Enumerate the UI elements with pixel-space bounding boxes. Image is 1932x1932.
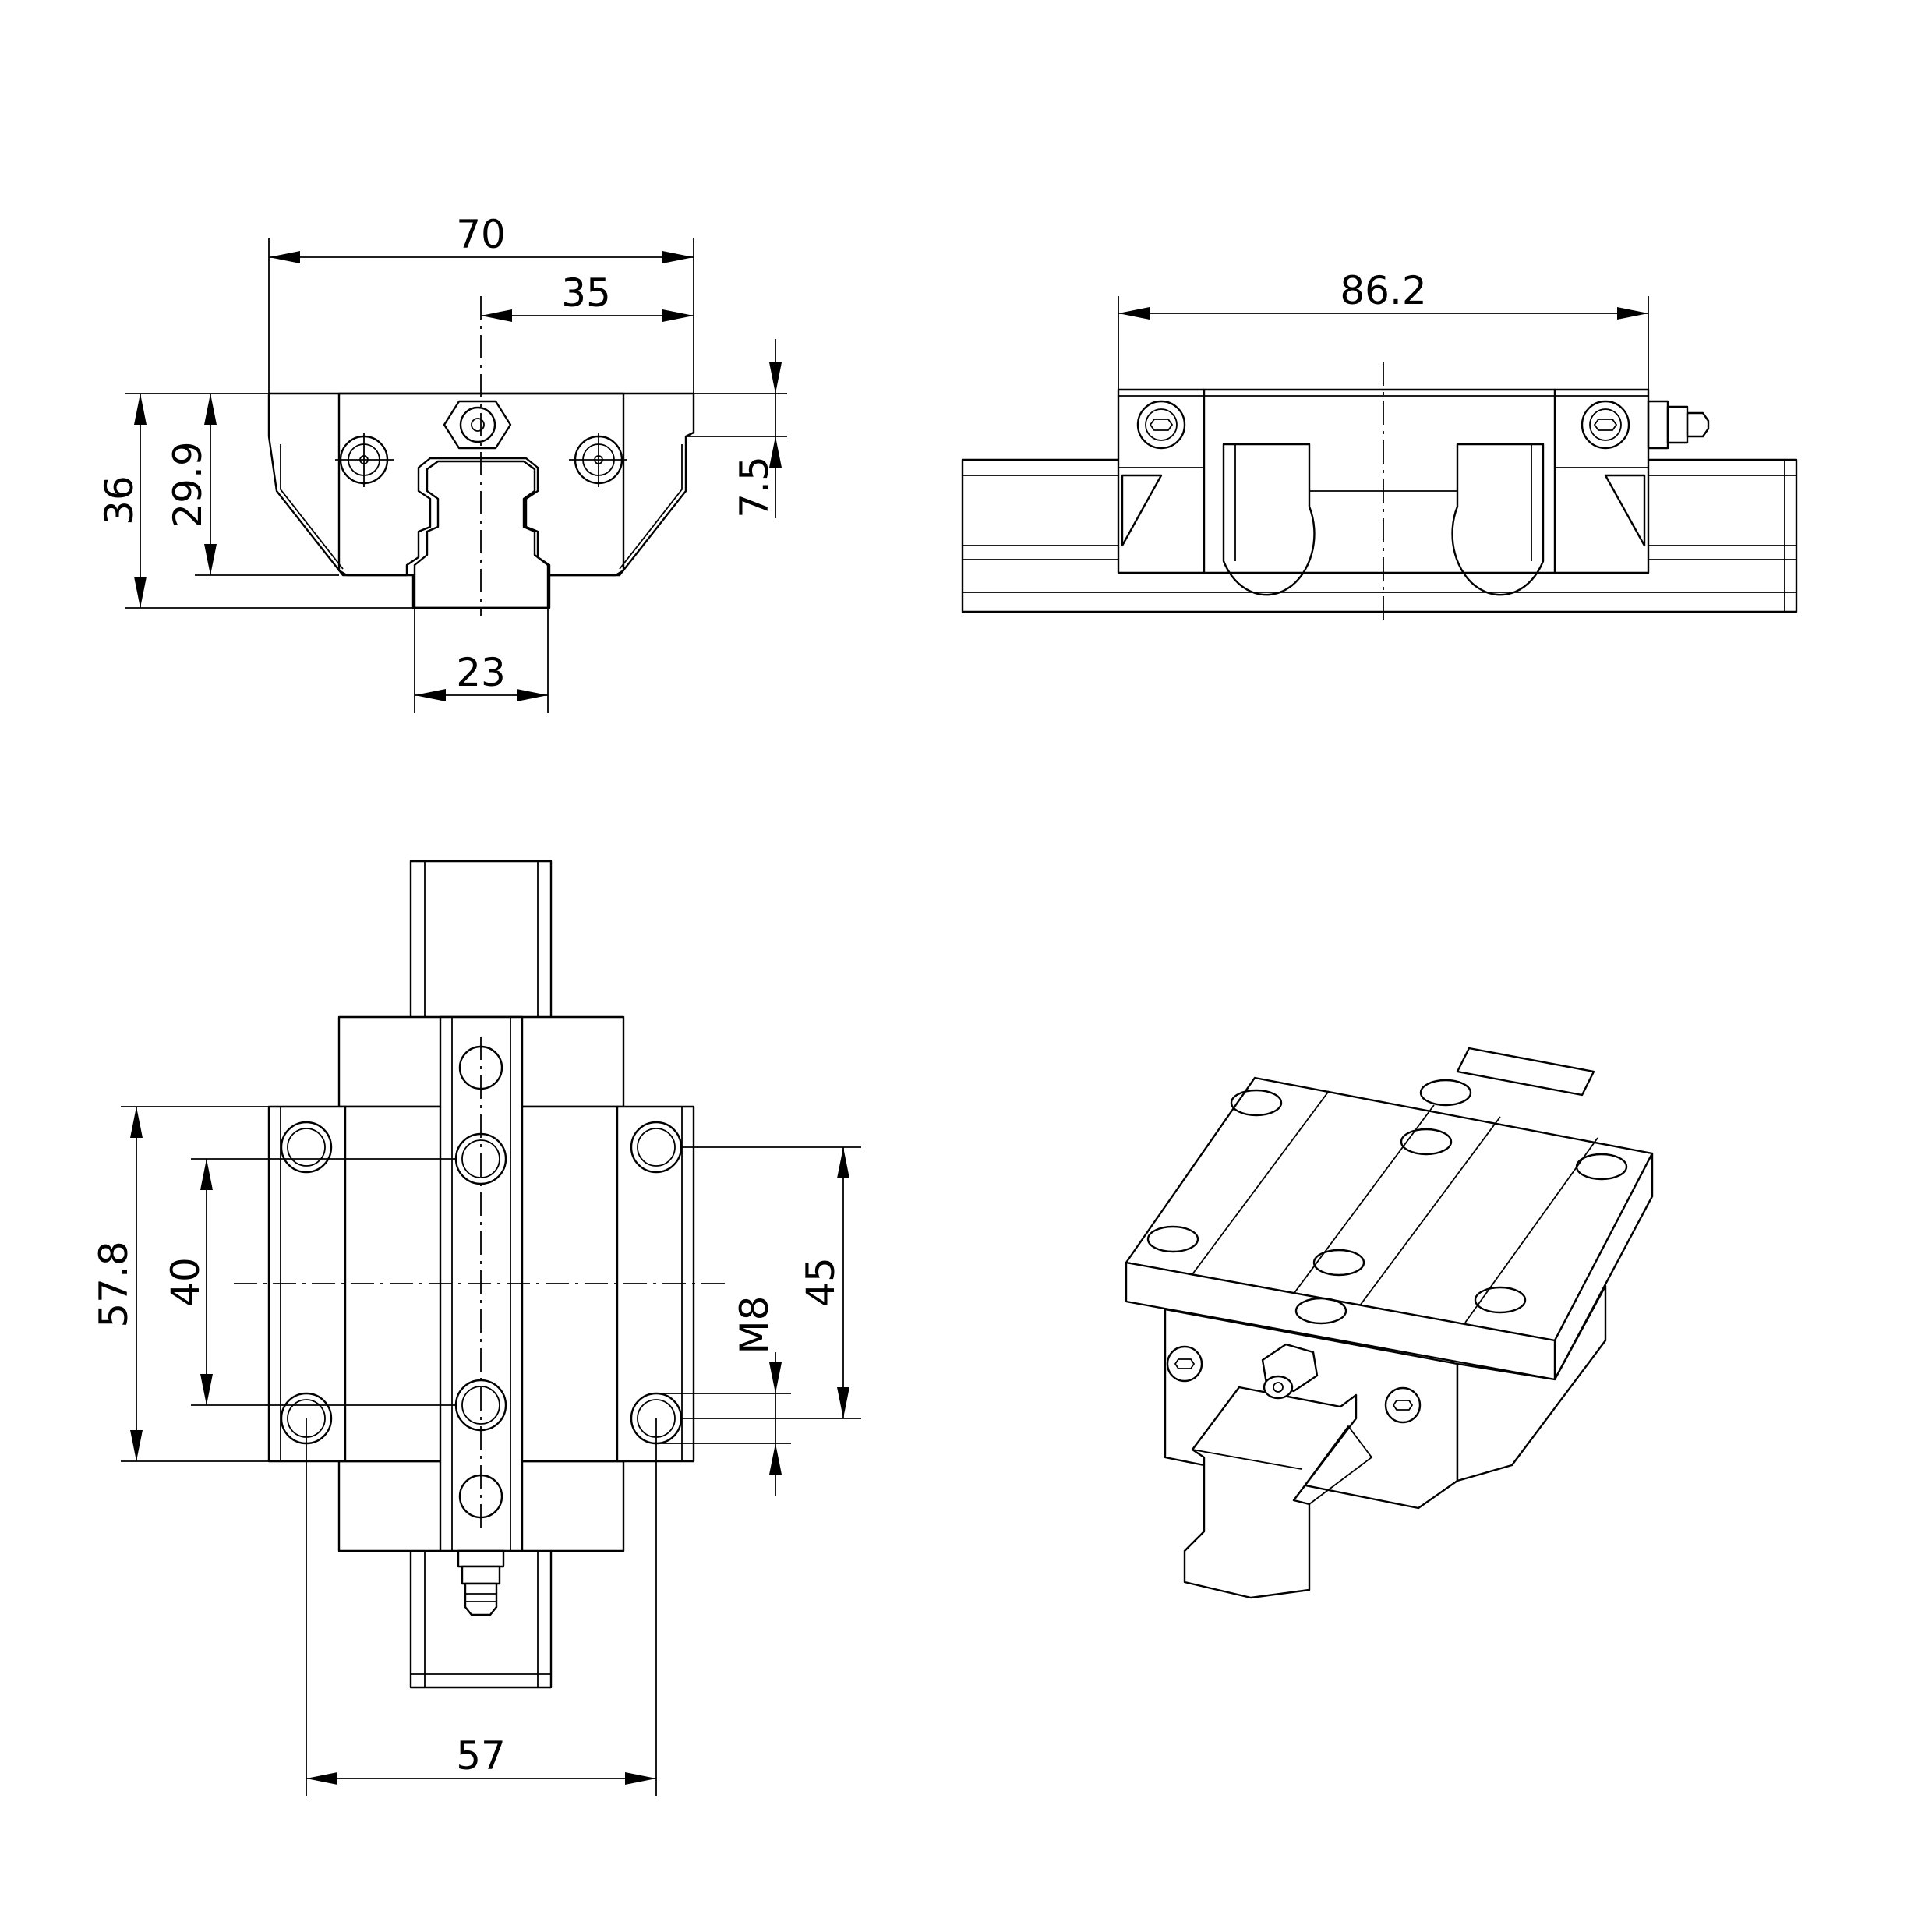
iso-hole-2: [1419, 1079, 1472, 1107]
dim-front-height-label: 36: [97, 475, 142, 525]
iso-rail-far: [1456, 1047, 1595, 1097]
top-grease-nipple: [457, 1549, 505, 1616]
dim-top-overall-length-label: 57.8: [91, 1241, 136, 1327]
front-view: 70 35 36 29.9 7.5: [97, 212, 787, 713]
iso-hole-5: [1400, 1128, 1453, 1156]
side-left-recess: [1222, 443, 1316, 596]
side-left-seal: [1121, 474, 1163, 547]
dim-front-clearance: 7.5: [686, 339, 787, 518]
front-rail-profile: [413, 460, 549, 609]
dim-front-width-label: 70: [456, 212, 506, 257]
iso-bolt-right: [1384, 1386, 1422, 1424]
dim-top-thread-label: M8: [732, 1296, 777, 1355]
dim-front-half-width: 35: [481, 270, 694, 322]
dim-top-hole-spacing-width-label: 57: [456, 1733, 506, 1778]
top-view: 57.8 40 45 M8: [91, 860, 861, 1796]
dim-top-hole-spacing-width: 57: [306, 1418, 657, 1796]
iso-hole-4: [1146, 1225, 1199, 1253]
iso-hole-6: [1312, 1249, 1365, 1277]
iso-block-side-lower: [1456, 1284, 1607, 1482]
front-left-bolt: [335, 433, 394, 487]
front-grease-nipple: [443, 400, 512, 450]
iso-hole-7: [1294, 1297, 1347, 1325]
iso-bolt-left: [1166, 1345, 1203, 1383]
dim-front-rail-width-label: 23: [456, 650, 506, 695]
dim-front-height: 36: [97, 393, 415, 609]
side-view: 86.2: [961, 268, 1798, 620]
side-right-bolt: [1581, 400, 1630, 450]
front-block-outline: [267, 392, 695, 609]
iso-hole-1: [1230, 1089, 1283, 1117]
iso-grease-nipple: [1261, 1343, 1319, 1400]
dim-top-thread: M8: [656, 1296, 791, 1496]
dim-top-hole-spacing-long-label: 40: [163, 1257, 208, 1307]
dim-top-hole-spacing-cross: 45: [682, 1146, 861, 1419]
dim-side-length-label: 86.2: [1340, 268, 1426, 313]
side-right-recess: [1451, 443, 1545, 596]
iso-rail-front: [1183, 1386, 1358, 1599]
front-block-inner-flange: [280, 444, 683, 570]
dim-front-half-width-label: 35: [561, 270, 611, 316]
side-left-bolt: [1136, 400, 1186, 450]
dim-side-length: 86.2: [1118, 268, 1649, 390]
dim-front-block-height: 29.9: [165, 394, 339, 576]
dim-top-hole-spacing-cross-label: 45: [798, 1257, 843, 1307]
iso-hole-8: [1474, 1286, 1527, 1314]
dim-front-rail-width: 23: [414, 608, 549, 713]
dim-front-width: 70: [268, 212, 694, 394]
front-carriage-body: [337, 392, 625, 577]
front-right-bolt: [569, 433, 627, 487]
dim-front-clearance-label: 7.5: [732, 456, 777, 518]
iso-view: [1125, 1047, 1654, 1599]
side-right-seal: [1604, 474, 1646, 547]
iso-hole-3: [1575, 1153, 1628, 1181]
dim-front-block-height-label: 29.9: [165, 441, 210, 528]
dim-top-hole-spacing-long: 40: [163, 1158, 456, 1406]
top-hole-tr: [630, 1121, 683, 1174]
top-hole-tl: [280, 1121, 333, 1174]
dim-top-overall-length: 57.8: [91, 1106, 269, 1462]
side-grease-nipple: [1647, 400, 1710, 450]
